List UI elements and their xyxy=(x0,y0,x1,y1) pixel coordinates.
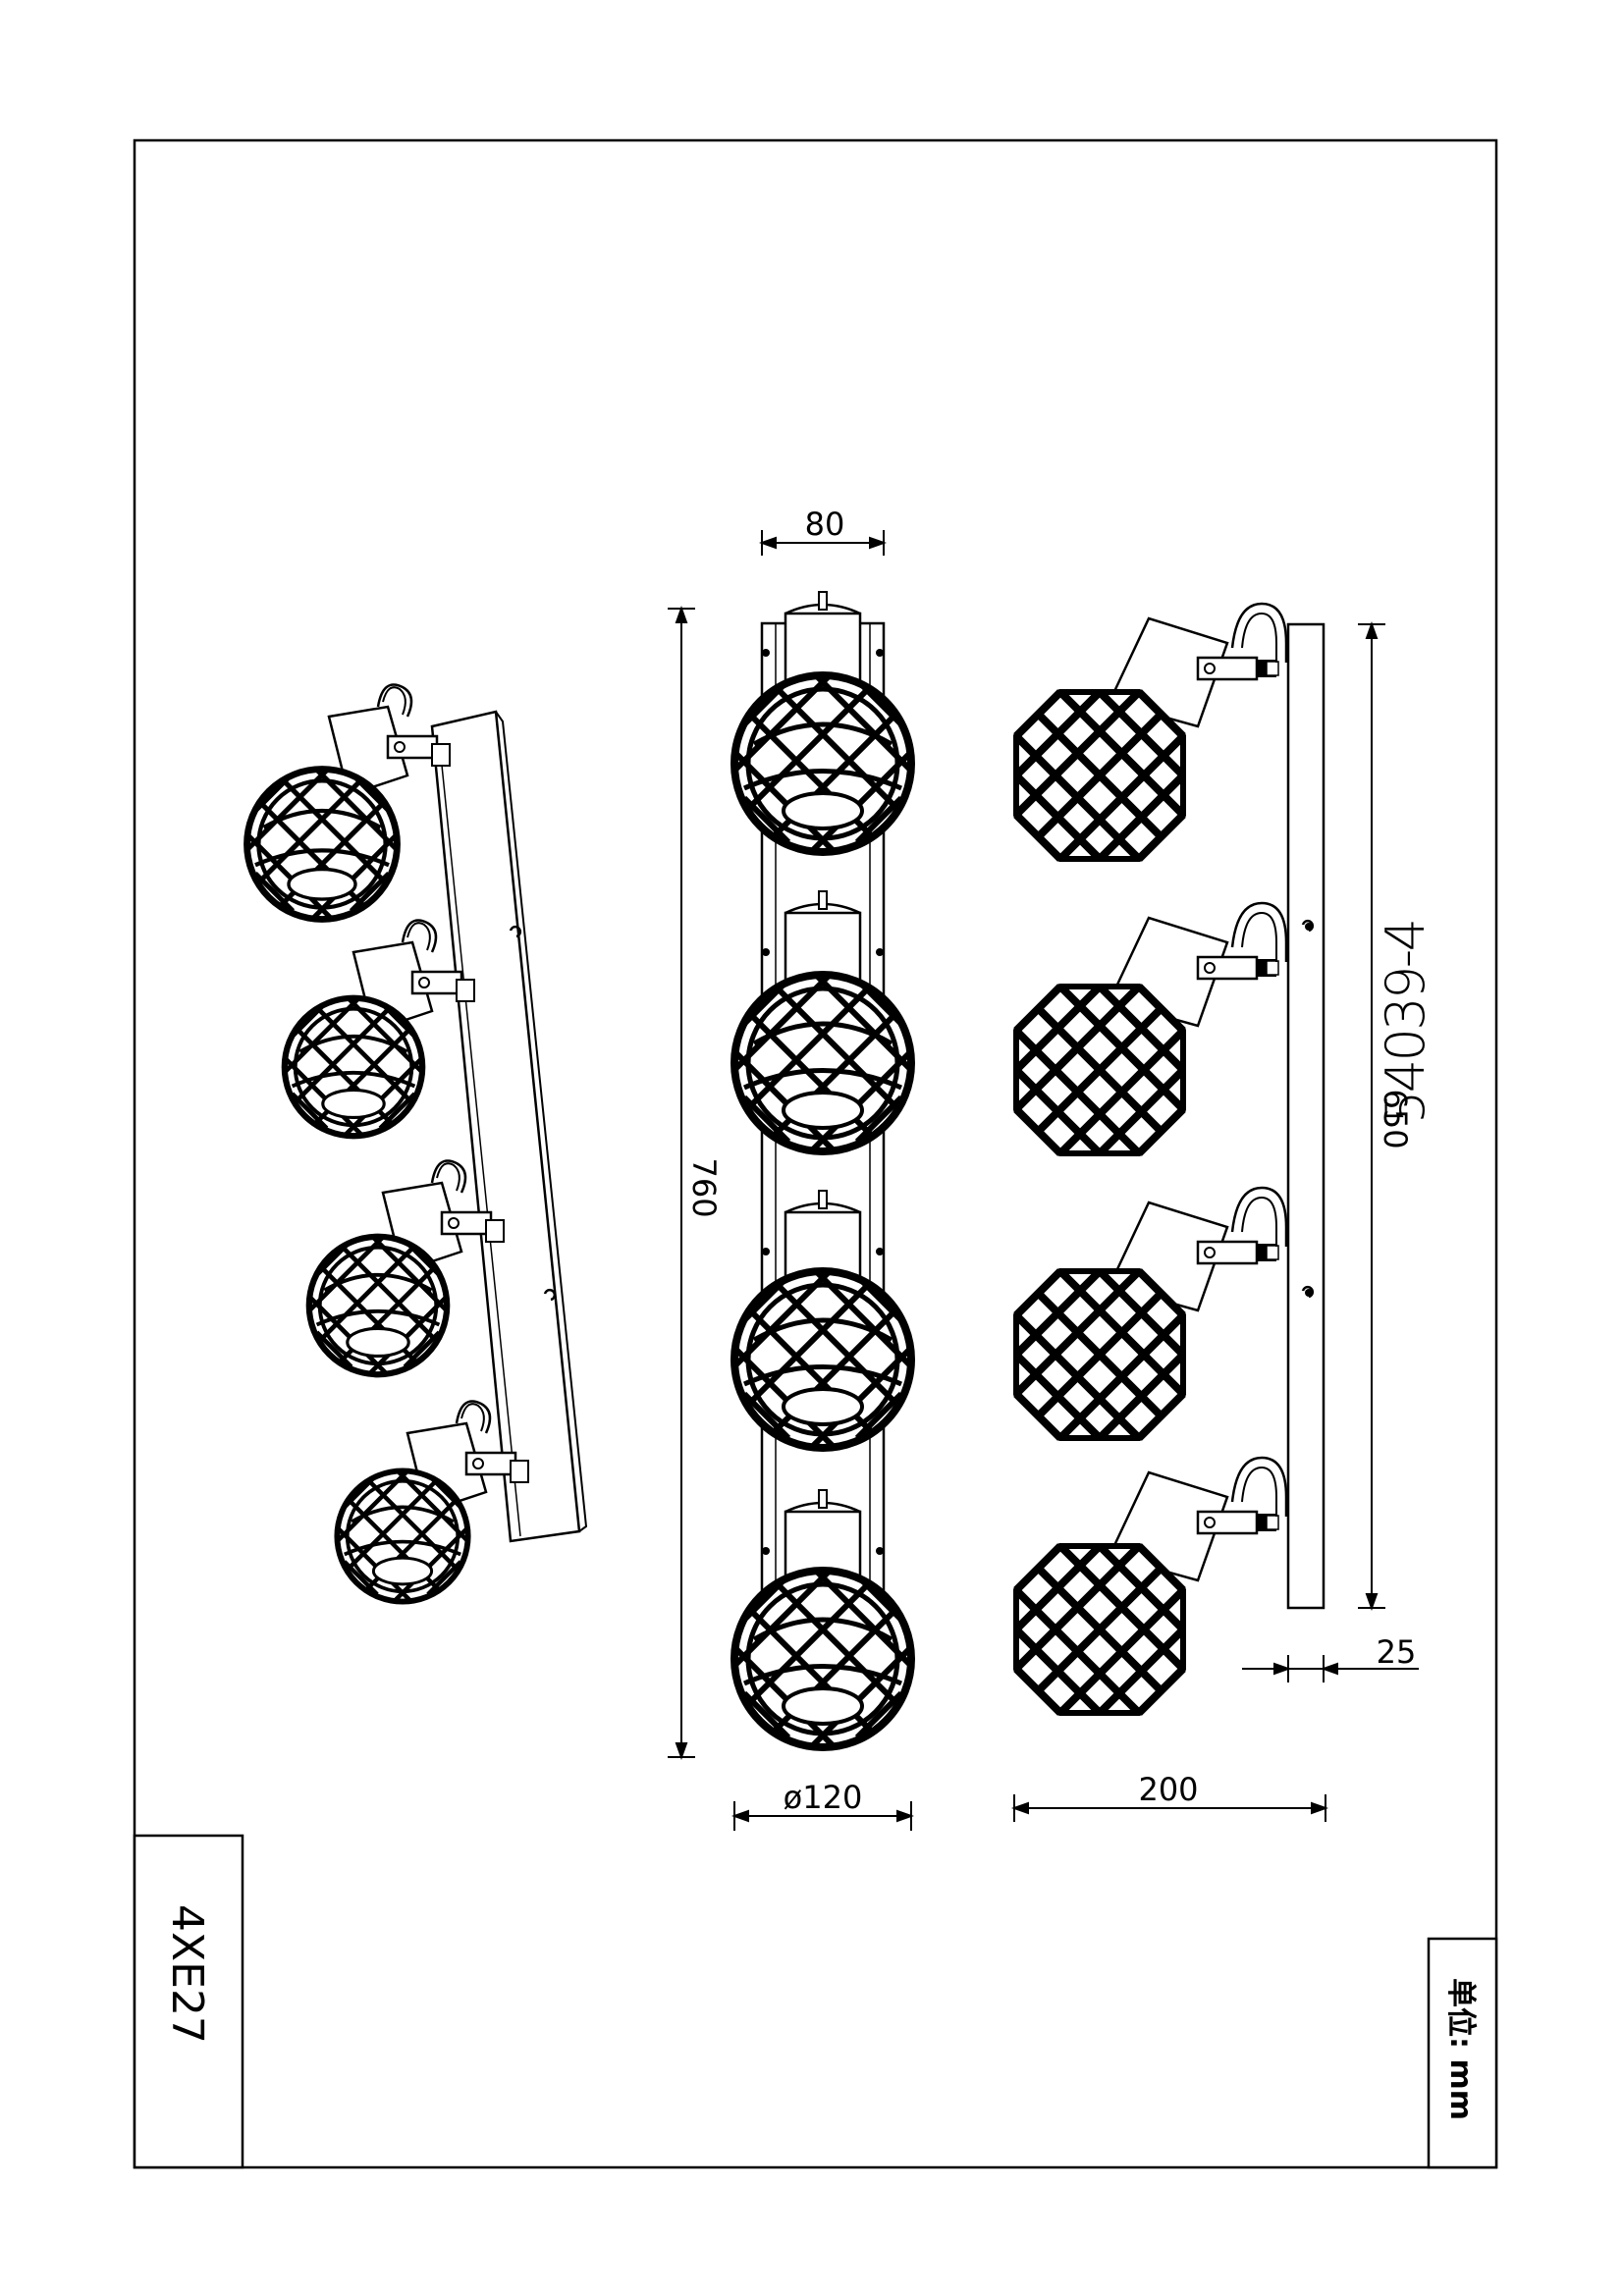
persp-lamp-2 xyxy=(285,919,476,1137)
dim-bar-length-label: 650 xyxy=(1377,1089,1414,1148)
dim-total-length xyxy=(668,606,695,1760)
side-lamp-4 xyxy=(1016,1456,1288,1713)
dim-total-length-label: 760 xyxy=(685,1157,723,1217)
persp-lamp-1 xyxy=(247,683,452,920)
title-block-unit: 单位: mm xyxy=(1427,1937,1498,2169)
dim-projection xyxy=(1011,1794,1328,1822)
dim-shade-diameter xyxy=(731,1801,914,1831)
side-bar xyxy=(1286,622,1325,1610)
perspective-view xyxy=(247,683,588,1602)
persp-lamp-3 xyxy=(309,1159,506,1375)
dim-bar-depth-label: 25 xyxy=(1377,1633,1417,1671)
dim-top-width xyxy=(759,530,887,556)
side-view xyxy=(1016,602,1325,1713)
model-number: 54039-4 xyxy=(1375,918,1436,1124)
dim-bar-length xyxy=(1358,621,1385,1611)
side-lamp-1 xyxy=(1016,602,1288,859)
persp-bar xyxy=(430,710,581,1543)
dim-top-width-label: 80 xyxy=(805,506,845,543)
dim-projection-label: 200 xyxy=(1138,1771,1198,1808)
side-lamp-3 xyxy=(1016,1186,1288,1438)
front-view xyxy=(734,590,911,1747)
drawing-border xyxy=(133,138,1498,2169)
dim-bar-depth xyxy=(1242,1655,1419,1682)
unit-label: 单位: mm xyxy=(1443,1978,1478,2120)
side-lamp-2 xyxy=(1016,901,1288,1153)
dim-shade-diameter-label: ø120 xyxy=(784,1779,863,1816)
lamp-spec-label: 4XE27 xyxy=(162,1904,212,2044)
title-block-lamp-spec: 4XE27 xyxy=(133,1834,244,2169)
